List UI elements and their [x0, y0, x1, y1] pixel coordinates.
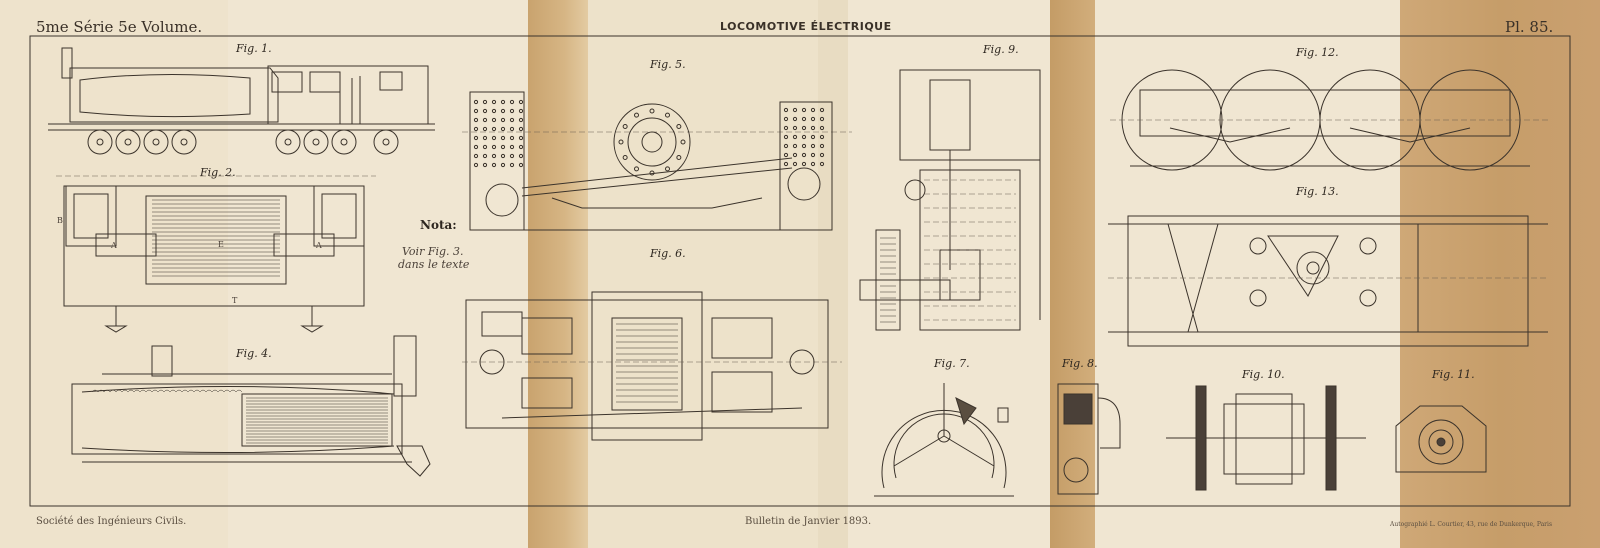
fig2-label-t: T	[232, 296, 238, 305]
society-credit: Société des Ingénieurs Civils.	[36, 516, 187, 527]
nota-title: Nota:	[420, 218, 457, 232]
fig11-motor-end	[1395, 405, 1487, 473]
fig1-wheels	[87, 129, 399, 155]
fig11-label: Fig. 11.	[1432, 368, 1475, 381]
fig2-label: Fig. 2.	[200, 166, 236, 179]
fig2-label-e: E	[218, 240, 224, 249]
plate-title: LOCOMOTIVE ÉLECTRIQUE	[720, 20, 892, 33]
fig10-label: Fig. 10.	[1242, 368, 1285, 381]
fig7-label: Fig. 7.	[934, 357, 970, 370]
fig10-motor-section	[1166, 385, 1366, 491]
fig2-label-b: B	[57, 216, 63, 225]
fig5-label: Fig. 5.	[650, 58, 686, 71]
fig4-label: Fig. 4.	[236, 347, 272, 360]
printer-credit: Autographié L. Courtier, 43, rue de Dunk…	[1390, 521, 1553, 528]
fig8-label: Fig. 8.	[1062, 357, 1098, 370]
fig2-label-a-left: A	[111, 241, 117, 250]
fig6-truck-plan	[462, 291, 842, 441]
fig9-details	[880, 179, 1016, 323]
fold-band-1	[0, 0, 228, 548]
fig4-boiler-section	[71, 335, 431, 477]
fig6-label: Fig. 6.	[650, 247, 686, 260]
fig2-coils	[152, 199, 280, 277]
fold-band-3	[588, 0, 818, 548]
fig4-tubes	[91, 389, 388, 444]
fig9-engine-section	[859, 69, 1041, 331]
fig13-truck-plan	[1108, 215, 1548, 347]
fig6-details	[481, 311, 773, 413]
fig13-label: Fig. 13.	[1296, 185, 1339, 198]
fig5-rivets	[473, 99, 825, 176]
bulletin-date: Bulletin de Janvier 1893.	[745, 516, 872, 527]
fig2-label-a-right: A	[316, 241, 322, 250]
fig1-label: Fig. 1.	[236, 42, 272, 55]
fig12-label: Fig. 12.	[1296, 46, 1339, 59]
plate-number: Pl. 85.	[1505, 18, 1554, 36]
fig5-truck-elevation	[462, 91, 852, 231]
fig7-armature	[874, 383, 1014, 497]
nota-line-1: Voir Fig. 3.	[402, 245, 464, 258]
fold-band-2	[528, 0, 588, 548]
fig2-plan-view	[56, 175, 376, 333]
nota-line-2: dans le texte	[398, 258, 470, 271]
series-volume-label: 5me Série 5e Volume.	[36, 18, 203, 36]
fig1-locomotive-elevation	[48, 47, 435, 155]
fold-band-6	[1400, 0, 1600, 548]
fig12-truck-elevation	[1110, 69, 1550, 171]
fig8-brush-holder	[1057, 383, 1121, 495]
fold-band-4	[818, 0, 848, 548]
fig9-label: Fig. 9.	[983, 43, 1019, 56]
